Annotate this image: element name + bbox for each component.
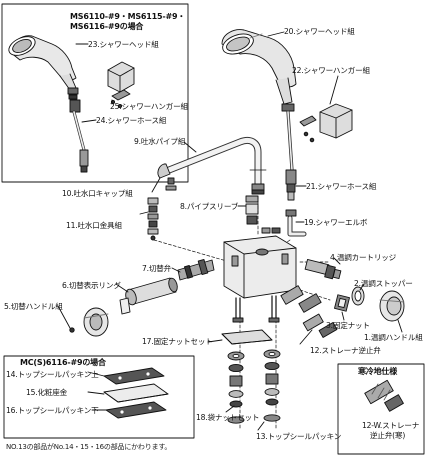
fixing-nut-icon	[334, 294, 350, 312]
label-shower-head-23: 23.シャワーヘッド組	[88, 40, 159, 49]
leader-10	[151, 177, 161, 193]
cold-box-frame	[337, 363, 425, 455]
leader-1	[397, 319, 403, 333]
hanger-icon	[299, 103, 353, 143]
label-switch-handle-5: 5.切替ハンドル組	[4, 302, 63, 311]
label-bag-nut-set-18: 18.袋ナットセット	[196, 413, 260, 422]
label-fixing-nut-set-17: 17.固定ナットセット	[142, 337, 213, 346]
label-seal-upper-14: 14.トップシールパッキン上	[6, 370, 99, 379]
label-spout-fitting-11: 11.吐水口金具組	[66, 221, 122, 230]
shower-hose-icon	[285, 110, 297, 201]
label-cold-strainer-line2: 逆止弁(寒)	[370, 431, 406, 440]
cartridge-icon	[304, 259, 342, 280]
switch-ring-icon	[119, 277, 178, 315]
mc-seal-lower-icon	[105, 401, 167, 419]
leader-18	[225, 405, 235, 413]
bag-nut-set-icon	[228, 373, 280, 408]
label-switch-valve-7: 7.切替弁	[142, 264, 172, 273]
faucet-body-icon	[223, 235, 297, 323]
temp-handle-icon	[379, 290, 405, 322]
leader-9	[183, 141, 197, 153]
label-temp-stopper-2: 2.温調ストッパー	[354, 279, 413, 288]
leader-5	[57, 305, 71, 329]
spout-cap-icon	[157, 163, 177, 191]
mc-seal-upper-icon	[103, 367, 165, 385]
inset-box-frame	[1, 3, 189, 183]
label-hanger-25: 25.シャワーハンガー組	[110, 102, 188, 111]
shower-elbow-icon	[261, 209, 307, 237]
leader-6	[115, 283, 129, 293]
label-shower-hose-21: 21.シャワーホース組	[306, 182, 377, 191]
switch-handle-icon	[69, 307, 109, 337]
label-hanger-22: 22.シャワーハンガー組	[292, 66, 370, 75]
leader-4	[333, 257, 341, 265]
leader-22	[329, 75, 339, 105]
label-shower-head-20: 20.シャワーヘッド組	[284, 27, 355, 36]
spout-pipe-icon	[160, 136, 267, 195]
label-top-seal-13: 13.トップシールパッキン	[256, 432, 342, 441]
label-temp-handle-1: 1.温調ハンドル組	[364, 333, 423, 342]
spout-fitting-icon	[147, 197, 159, 241]
leader-20	[267, 31, 285, 37]
label-strainer-12: 12.ストレーナ逆止弁	[310, 346, 381, 355]
cold-header: 寒冷地仕様	[358, 367, 397, 376]
mc-leader-14	[87, 371, 105, 377]
leader-17	[207, 339, 223, 343]
label-decor-plate-15: 15.化粧座金	[26, 388, 68, 397]
label-seal-lower-16: 16.トップシールパッキン下	[6, 406, 99, 415]
label-shower-elbow-19: 19.シャワーエルボ	[304, 218, 368, 227]
leader-2	[359, 283, 365, 291]
leader-12	[299, 329, 313, 345]
leader-7	[171, 267, 181, 273]
inset-header-line2: MS6116-#9の場合	[70, 22, 144, 31]
switch-valve-icon	[177, 258, 215, 281]
label-switch-ring-6: 6.切替表示リング	[62, 281, 121, 290]
label-pipe-sleeve-8: 8.パイプスリーブ	[180, 202, 239, 211]
mc-box-frame	[3, 355, 195, 439]
inset-leader-24	[81, 119, 97, 123]
fixing-nut-set-icon	[221, 329, 281, 373]
label-spout-pipe-9: 9.吐水パイプ組	[134, 137, 186, 146]
top-seal-icon	[227, 414, 281, 424]
inset-header-line1: MS6110-#9・MS6115-#9・	[70, 12, 186, 21]
leader-3	[341, 311, 345, 321]
label-cartridge-4: 4.温調カートリッジ	[330, 253, 396, 262]
mc-leader-15	[87, 391, 105, 395]
inset-hose-icon	[69, 99, 89, 173]
leader-11	[139, 211, 149, 215]
strainer-valve-icon	[280, 285, 338, 338]
label-cold-strainer-line1: 12-W.ストレーナ	[362, 421, 420, 430]
pipe-sleeve-icon	[245, 195, 259, 225]
label-fixing-nut-3: 3.固定ナット	[326, 321, 370, 330]
footnote: NO.13の部品がNo.14・15・16の部品にかわります。	[6, 443, 172, 451]
leader-13	[257, 421, 265, 431]
mc-header: MC(S)6116-#9の場合	[20, 358, 106, 367]
label-hose-24: 24.シャワーホース組	[96, 116, 167, 125]
cold-strainer-icon	[364, 379, 404, 412]
mc-decor-plate-icon	[103, 383, 169, 403]
shower-head-icon	[221, 29, 297, 112]
label-spout-cap-10: 10.吐水口キャップ組	[62, 189, 133, 198]
temp-stopper-icon	[351, 286, 365, 306]
inset-shower-head-icon	[8, 35, 79, 100]
